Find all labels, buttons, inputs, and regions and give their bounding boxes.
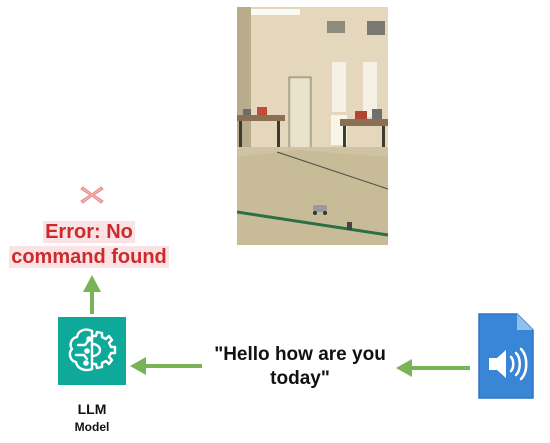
error-line-1: Error: No bbox=[43, 221, 135, 243]
audio-file-icon bbox=[475, 312, 535, 402]
error-line-2: command found bbox=[9, 246, 169, 268]
robot-scene-photo bbox=[237, 7, 388, 245]
llm-label-line-1: LLM bbox=[77, 401, 107, 417]
llm-label-line-2: Model bbox=[74, 420, 110, 434]
speech-line-1: "Hello how are you bbox=[214, 344, 386, 365]
arrow-llm-to-error-head bbox=[83, 275, 101, 292]
arrow-speech-to-llm-head bbox=[130, 357, 146, 375]
x-icon bbox=[80, 185, 104, 205]
speech-line-2: today" bbox=[270, 368, 330, 389]
llm-model-label: LLM Model bbox=[52, 400, 132, 436]
speech-transcript: "Hello how are you today" bbox=[180, 343, 420, 391]
error-message: Error: No command found bbox=[0, 220, 178, 270]
brain-gear-icon bbox=[58, 317, 126, 385]
